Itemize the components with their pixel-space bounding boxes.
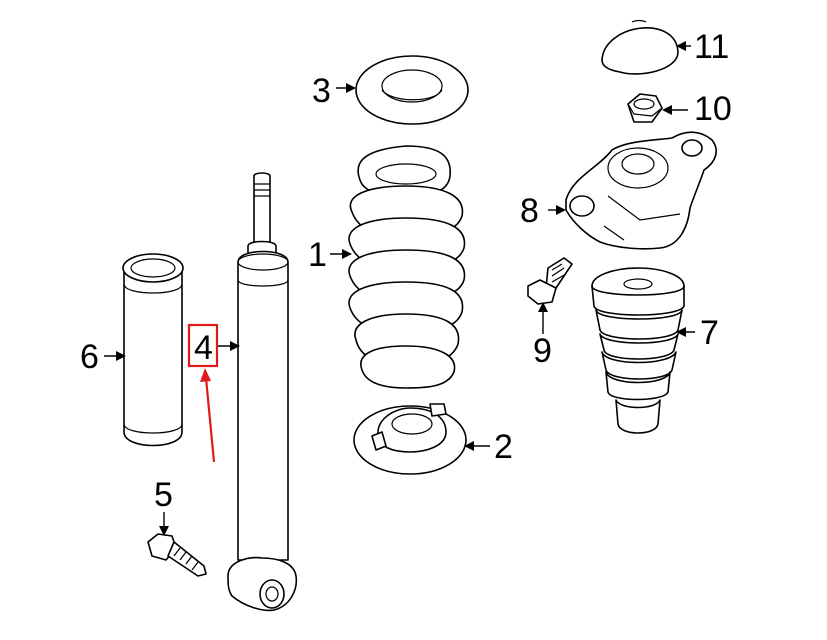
lower-bolt xyxy=(147,533,207,577)
callout-label-8: 8 xyxy=(520,192,539,230)
hex-nut xyxy=(627,93,663,123)
callout-label-5: 5 xyxy=(154,476,173,514)
callout-label-2: 2 xyxy=(494,428,513,466)
callout-leaders xyxy=(104,41,695,536)
highlight-box xyxy=(187,323,219,368)
dust-boot xyxy=(122,253,184,447)
highlight-arrowhead xyxy=(200,368,211,382)
shock-absorber xyxy=(227,172,298,612)
callout-label-10: 10 xyxy=(694,90,732,128)
bump-stop xyxy=(591,267,685,434)
callout-label-7: 7 xyxy=(700,314,719,352)
dust-cap xyxy=(601,19,679,75)
callout-labels: 11 10 3 8 1 9 7 2 6 4 5 xyxy=(80,28,732,514)
callout-label-1: 1 xyxy=(308,236,327,274)
top-mount xyxy=(565,131,717,250)
upper-spring-seat xyxy=(355,55,469,125)
callout-label-6: 6 xyxy=(80,338,99,376)
mount-bolt xyxy=(527,257,573,305)
callout-label-3: 3 xyxy=(312,72,331,110)
coil-spring xyxy=(348,145,466,389)
callout-label-9: 9 xyxy=(533,332,552,370)
highlight-arrow xyxy=(204,377,216,463)
lower-spring-seat xyxy=(353,403,467,475)
callout-label-4: 4 xyxy=(194,329,213,367)
callout-label-11: 11 xyxy=(694,28,729,66)
callout-4-highlight xyxy=(187,323,219,463)
